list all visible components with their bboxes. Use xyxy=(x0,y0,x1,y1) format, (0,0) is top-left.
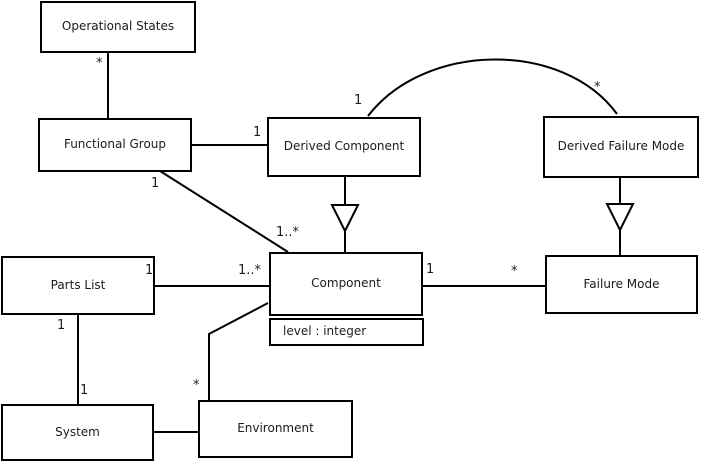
class-attribute: level : integer xyxy=(283,324,367,339)
class-name: Operational States xyxy=(61,19,175,34)
multiplicity-label: 1 xyxy=(253,125,262,140)
class-name: Functional Group xyxy=(63,137,167,152)
multiplicity-label: 1 xyxy=(57,318,66,333)
multiplicity-label: 1 xyxy=(426,262,435,277)
class-box-functional-group: Functional Group xyxy=(38,118,192,172)
multiplicity-label: 1 xyxy=(354,93,363,108)
class-box-failure-mode: Failure Mode xyxy=(545,255,698,314)
class-name: Failure Mode xyxy=(583,276,660,291)
class-box-parts-list: Parts List xyxy=(1,256,155,315)
class-name: Component xyxy=(311,276,381,291)
class-box-component: Component xyxy=(269,252,423,316)
class-attribute-compartment-component: level : integer xyxy=(269,318,424,346)
class-name: Parts List xyxy=(50,277,106,292)
class-box-environment: Environment xyxy=(198,400,353,458)
class-box-operational-states: Operational States xyxy=(40,1,196,53)
class-box-derived-failure-mode: Derived Failure Mode xyxy=(543,116,699,178)
multiplicity-label: 1..* xyxy=(238,263,262,278)
class-name: Environment xyxy=(237,421,314,436)
generalization-derived-failure-mode-failure-mode xyxy=(605,177,635,256)
multiplicity-label: * xyxy=(511,264,518,279)
class-name: Derived Failure Mode xyxy=(557,139,685,154)
class-name: Derived Component xyxy=(283,139,405,154)
class-box-system: System xyxy=(1,404,154,461)
multiplicity-label: 1..* xyxy=(276,225,300,240)
edge-derived-component-derived-failure-mode-arc xyxy=(367,58,618,117)
multiplicity-label: 1 xyxy=(80,383,89,398)
edge-environment-component xyxy=(208,302,269,400)
generalization-triangle-icon xyxy=(330,204,360,234)
multiplicity-label: * xyxy=(96,56,103,71)
class-box-derived-component: Derived Component xyxy=(267,117,421,177)
multiplicity-label: * xyxy=(594,80,601,95)
generalization-derived-component-component xyxy=(330,176,360,253)
multiplicity-label: * xyxy=(193,378,200,393)
multiplicity-label: 1 xyxy=(151,176,160,191)
generalization-triangle-icon xyxy=(605,203,635,233)
multiplicity-label: 1 xyxy=(145,263,154,278)
class-name: System xyxy=(55,424,100,439)
edge-functional-group-component xyxy=(159,170,289,253)
